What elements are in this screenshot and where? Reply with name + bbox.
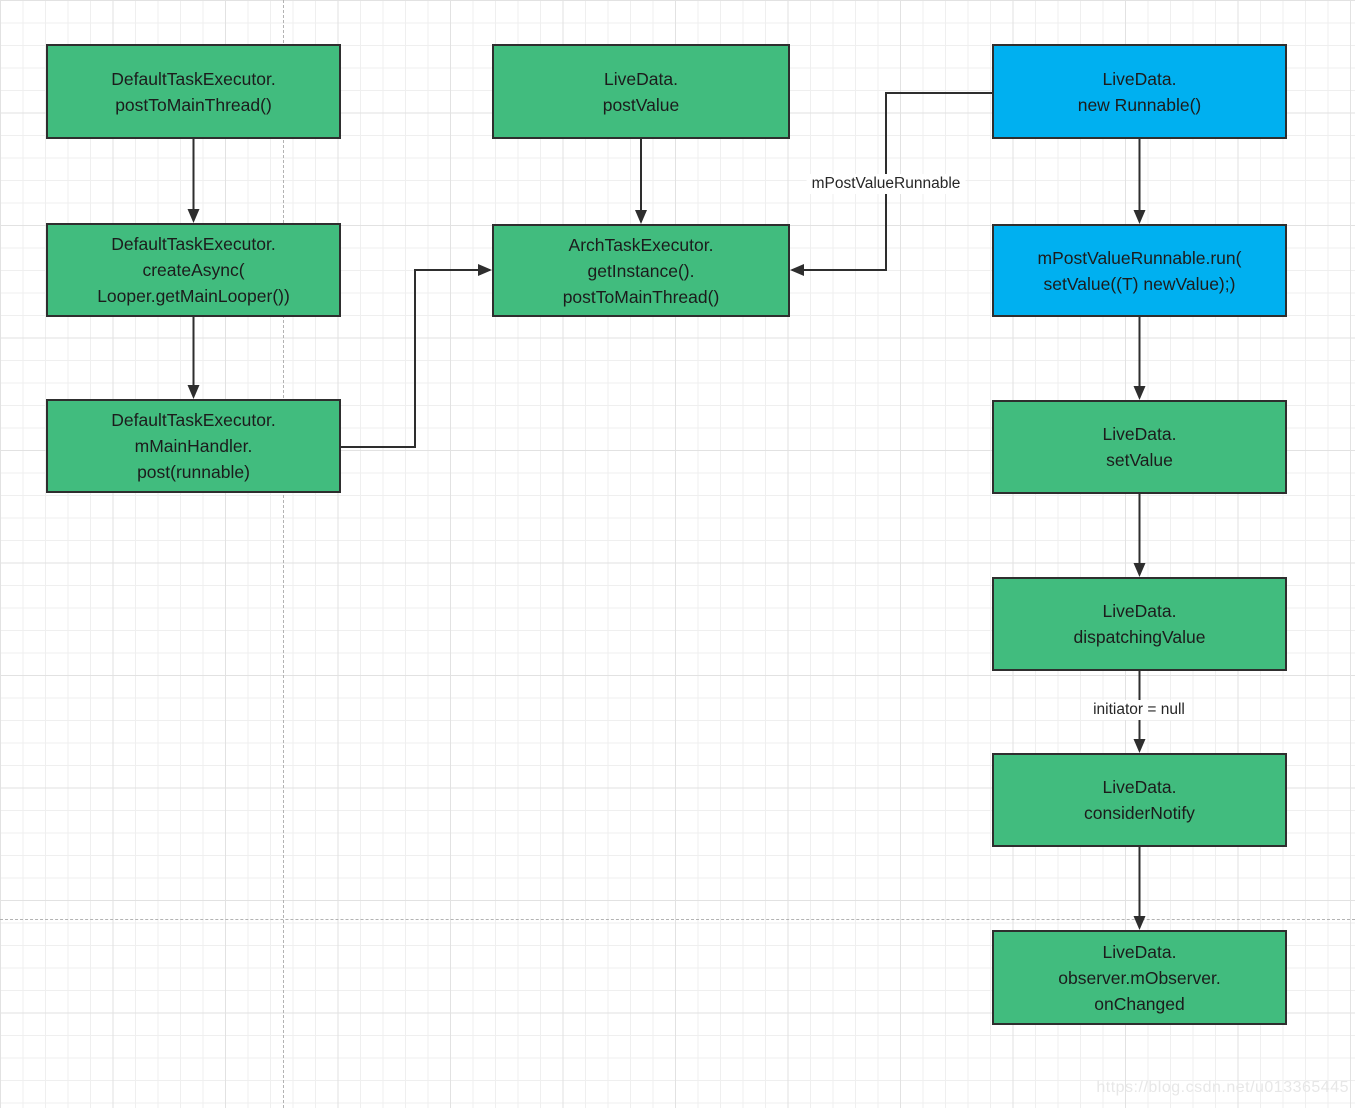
node-livedata-considernotify: LiveData. considerNotify [992, 753, 1287, 847]
page-boundary-horizontal [0, 919, 1355, 920]
node-livedata-setvalue: LiveData. setValue [992, 400, 1287, 494]
node-archtaskexecutor-posttomainthread: ArchTaskExecutor. getInstance(). postToM… [492, 224, 790, 317]
node-defaulttaskexecutor-posttomainthread: DefaultTaskExecutor. postToMainThread() [46, 44, 341, 139]
watermark: https://blog.csdn.net/u013365445 [1096, 1079, 1349, 1096]
arrow-mmainhandler-to-archtaskexecutor [341, 264, 492, 448]
node-livedata-postvalue: LiveData. postValue [492, 44, 790, 139]
page-boundary-vertical [283, 0, 284, 1108]
node-defaulttaskexecutor-createasync: DefaultTaskExecutor. createAsync( Looper… [46, 223, 341, 317]
node-livedata-new-runnable: LiveData. new Runnable() [992, 44, 1287, 139]
node-defaulttaskexecutor-mmainhandler-post: DefaultTaskExecutor. mMainHandler. post(… [46, 399, 341, 493]
edge-label-initiator-null: initiator = null [1088, 700, 1190, 720]
node-livedata-observer-onchanged: LiveData. observer.mObserver. onChanged [992, 930, 1287, 1025]
node-livedata-dispatchingvalue: LiveData. dispatchingValue [992, 577, 1287, 671]
edge-label-mpostvaluerunnable: mPostValueRunnable [806, 174, 966, 194]
node-mpostvaluerunnable-run: mPostValueRunnable.run( setValue((T) new… [992, 224, 1287, 317]
